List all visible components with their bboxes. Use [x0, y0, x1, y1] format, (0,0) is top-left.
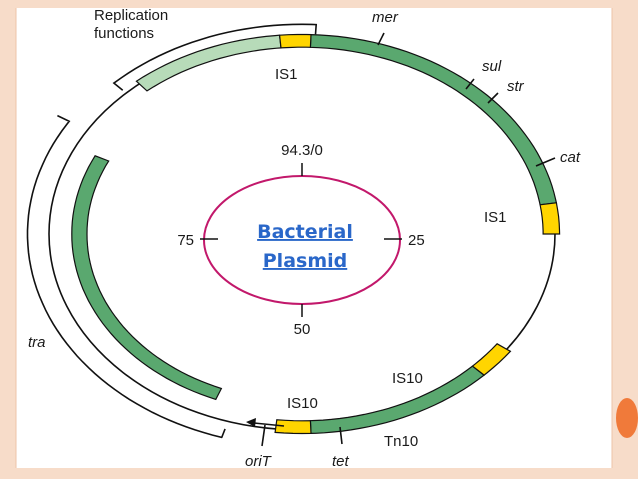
slide-frame-top — [0, 0, 638, 8]
replication-label-line1: Replication — [94, 7, 168, 24]
replication-label-line2: functions — [94, 25, 154, 42]
oriT-arrow-head — [246, 418, 256, 427]
scale-label-left: 75 — [177, 232, 194, 249]
mer-label: mer — [372, 9, 399, 26]
mer-tick — [377, 32, 385, 46]
oriT-label: oriT — [245, 453, 273, 470]
is1-top-box — [278, 33, 312, 49]
is10-bottom-label: IS10 — [287, 395, 318, 412]
is1-top-label: IS1 — [275, 66, 298, 83]
gene-band-upper-right — [309, 33, 558, 206]
tn10-label: Tn10 — [384, 433, 418, 450]
center-title-line1: Bacterial — [257, 221, 353, 243]
is1-right-box — [539, 202, 561, 235]
tet-label: tet — [332, 453, 350, 470]
tra-bracket — [26, 114, 226, 439]
scale-label-right: 25 — [408, 232, 425, 249]
is10-bottom-box — [274, 419, 312, 435]
str-tick — [487, 92, 499, 104]
tet-tick — [339, 426, 343, 445]
gene-band-tra — [71, 155, 223, 401]
cat-tick — [535, 157, 556, 167]
slide-frame-bottom — [0, 468, 638, 479]
cat-label: cat — [560, 149, 581, 166]
slide-frame-left — [0, 0, 16, 479]
sul-tick — [465, 78, 475, 90]
is10-right-label: IS10 — [392, 370, 423, 387]
replication-bracket — [112, 23, 318, 91]
corner-badge — [616, 398, 638, 438]
is10-right-box — [471, 343, 512, 376]
oriT-tick — [261, 424, 266, 447]
sul-label: sul — [482, 58, 502, 75]
str-label: str — [507, 78, 525, 95]
replication-band — [135, 34, 282, 92]
tra-label: tra — [28, 334, 46, 351]
oriT-arrow-line — [253, 422, 285, 427]
scale-label-top: 94.3/0 — [281, 142, 323, 159]
is1-right-label: IS1 — [484, 209, 507, 226]
center-title-line2: Plasmid — [263, 250, 347, 272]
scale-label-bottom: 50 — [294, 321, 311, 338]
